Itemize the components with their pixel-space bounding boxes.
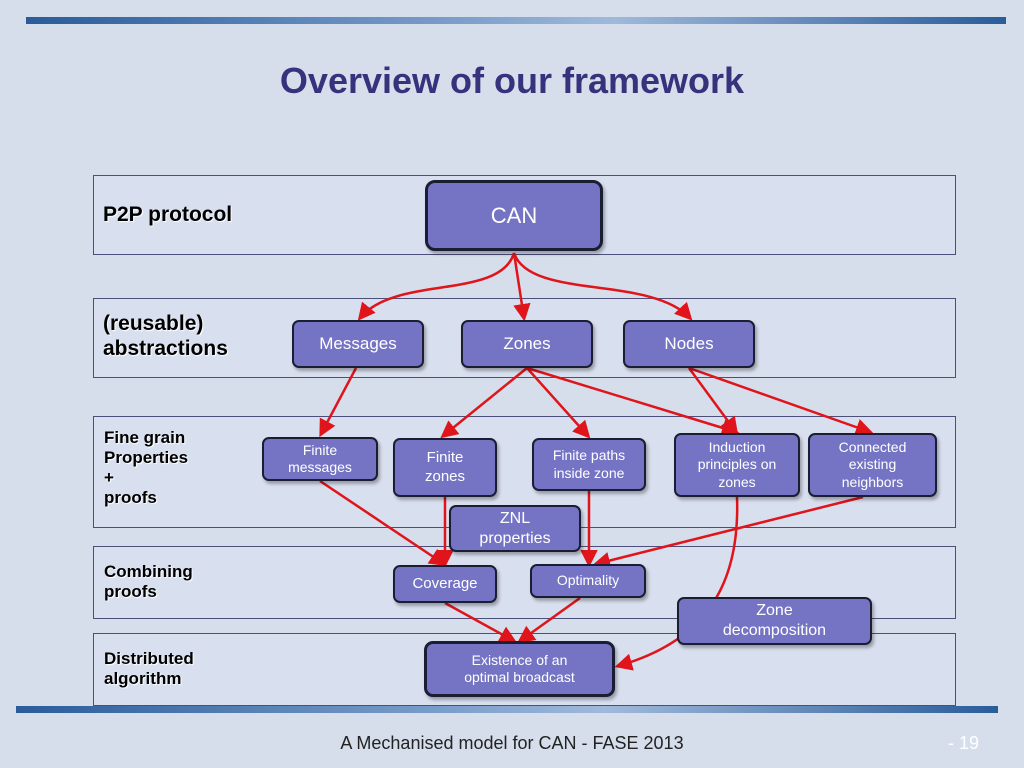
node-existence-broadcast: Existence of an optimal broadcast	[424, 641, 615, 697]
node-coverage: Coverage	[393, 565, 497, 603]
node-finite-zones: Finite zones	[393, 438, 497, 497]
slide-title: Overview of our framework	[279, 60, 745, 101]
slide-footer: A Mechanised model for CAN - FASE 2013	[340, 733, 684, 753]
top-decor-bar	[26, 17, 1006, 24]
node-znl-properties: ZNL properties	[449, 505, 581, 552]
node-can: CAN	[425, 180, 603, 251]
layer-label-distributed: Distributed algorithm	[104, 649, 194, 689]
node-zones: Zones	[461, 320, 593, 368]
layer-label-fine-grain: Fine grain Properties + proofs	[104, 428, 189, 508]
node-induction: Induction principles on zones	[674, 433, 800, 497]
node-connected: Connected existing neighbors	[808, 433, 937, 497]
layer-label-p2p: P2P protocol	[103, 203, 233, 226]
node-optimality: Optimality	[530, 564, 646, 598]
bottom-decor-bar	[16, 706, 998, 713]
page-number: - 19	[948, 733, 980, 753]
node-zone-decomposition: Zone decomposition	[677, 597, 872, 645]
node-finite-messages: Finite messages	[262, 437, 378, 481]
node-messages: Messages	[292, 320, 424, 368]
node-finite-paths: Finite paths inside zone	[532, 438, 646, 491]
node-nodes: Nodes	[623, 320, 755, 368]
layer-label-combining: Combining proofs	[104, 562, 193, 602]
layer-label-abstractions: (reusable) abstractions	[103, 312, 228, 360]
